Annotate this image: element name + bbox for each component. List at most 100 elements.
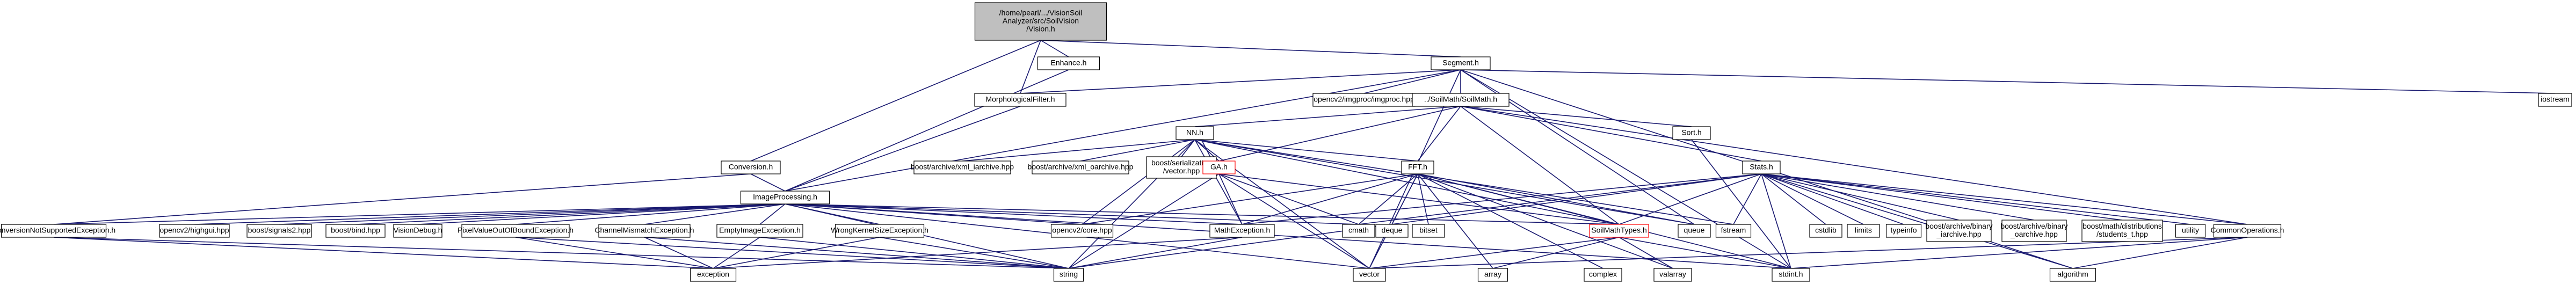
node-vector[interactable]: vector (1353, 268, 1386, 282)
node-label: Sort.h (1681, 128, 1701, 137)
node-queue[interactable]: queue (1678, 224, 1711, 238)
edge-soilmathtypes-to-vector (1369, 237, 1620, 269)
node-label: valarray (1659, 270, 1686, 279)
node-box (1589, 224, 1649, 238)
node-segment[interactable]: Segment.h (1431, 56, 1491, 70)
node-mathexception[interactable]: MathException.h (1209, 224, 1275, 238)
edge-emptyimage-to-exception (713, 237, 760, 269)
node-conversion[interactable]: Conversion.h (721, 160, 781, 174)
edge-fft-to-stdint (1417, 173, 1791, 269)
node-cstdlib[interactable]: cstdlib (1809, 224, 1842, 238)
node-box (1401, 160, 1434, 174)
node-typeinfo[interactable]: typeinfo (1885, 224, 1922, 238)
edge-channelmismatch-to-exception (644, 237, 714, 269)
node-fft[interactable]: FFT.h (1401, 160, 1434, 174)
node-bind[interactable]: boost/bind.hpp (325, 224, 386, 238)
node-binary_oarchive[interactable]: boost/archive/binary_oarchive.hpp (2000, 220, 2068, 242)
node-ga[interactable]: GA.h (1202, 160, 1236, 174)
edge-stats-to-string (1068, 173, 1762, 269)
node-iostream[interactable]: iostream (2538, 93, 2572, 107)
node-sort[interactable]: Sort.h (1672, 126, 1711, 140)
node-binary_iarchive[interactable]: boost/archive/binary_iarchive.hpp (1925, 220, 1993, 242)
node-convnotsupported[interactable]: ConversionNotSupportedException.h (0, 224, 115, 238)
node-nn[interactable]: NN.h (1175, 126, 1214, 140)
edge-soilmath-to-ga (1218, 106, 1461, 162)
edge-soilmathtypes-to-valarray (1619, 237, 1673, 269)
node-commonops[interactable]: CommonOperations.h (2211, 224, 2284, 238)
node-label: /Vision.h (1026, 25, 1055, 33)
node-label: PixelValueOutOfBoundException.h (458, 226, 574, 235)
node-deque[interactable]: deque (1375, 224, 1409, 238)
node-emptyimage[interactable]: EmptyImageException.h (716, 224, 803, 238)
node-visiondebug[interactable]: VisionDebug.h (393, 224, 442, 238)
edge-segment-to-iostream (1460, 69, 2556, 94)
node-label: Enhance.h (1051, 59, 1087, 67)
node-label: ../SoilMath/SoilMath.h (1424, 95, 1497, 104)
edge-pixelvalue-to-exception (515, 237, 714, 269)
node-limits[interactable]: limits (1847, 224, 1880, 238)
node-algorithm[interactable]: algorithm (2049, 268, 2096, 282)
node-complex[interactable]: complex (1584, 268, 1622, 282)
node-label: bitset (1419, 226, 1438, 235)
node-pixelvalue[interactable]: PixelValueOutOfBoundException.h (458, 224, 574, 238)
node-box (835, 224, 925, 238)
edge-imgproc-to-cmath (785, 203, 1359, 225)
node-box (1375, 224, 1409, 238)
edge-imgproc-to-bind (355, 203, 786, 225)
edge-stats-to-mathexception (1242, 173, 1762, 225)
edge-root-to-conversion (750, 40, 1041, 162)
node-imgproc[interactable]: ImageProcessing.h (740, 191, 830, 205)
node-opencv_imgproc[interactable]: opencv2/imgproc/imgproc.hpp (1312, 93, 1416, 107)
node-opencv_highgui[interactable]: opencv2/highgui.hpp (159, 224, 230, 238)
node-label: VisionDebug.h (394, 226, 442, 235)
node-enhance[interactable]: Enhance.h (1037, 56, 1100, 70)
node-label: Segment.h (1442, 59, 1479, 67)
node-box (690, 268, 737, 282)
node-students_t[interactable]: boost/math/distributions/students_t.hpp (2081, 220, 2163, 242)
node-box (1584, 268, 1622, 282)
node-label: ChannelMismatchException.h (594, 226, 694, 235)
edge-nn-to-soilmathtypes (1194, 139, 1620, 225)
node-array[interactable]: array (1477, 268, 1508, 282)
node-stdint[interactable]: stdint.h (1772, 268, 1810, 282)
node-box (1477, 268, 1508, 282)
edge-imgproc-to-soilmathtypes (785, 203, 1620, 225)
node-box (1032, 160, 1129, 174)
node-label: /students_t.hpp (2096, 230, 2148, 238)
edge-nn-to-fft (1194, 139, 1418, 162)
node-utility[interactable]: utility (2175, 224, 2206, 238)
node-label: boost/archive/xml_oarchive.hpp (1028, 163, 1134, 171)
edge-soilmath-to-sort (1460, 106, 1692, 127)
node-signals2[interactable]: boost/signals2.hpp (246, 224, 312, 238)
edge-imgproc-to-convnotsupported (53, 203, 786, 225)
node-xml_iarchive[interactable]: boost/archive/xml_iarchive.hpp (911, 160, 1014, 174)
node-box (974, 2, 1107, 41)
node-exception[interactable]: exception (690, 268, 737, 282)
node-channelmismatch[interactable]: ChannelMismatchException.h (594, 224, 694, 238)
edge-stats-to-stdint (1761, 173, 1791, 269)
node-soilmathtypes[interactable]: SoilMathTypes.h (1589, 224, 1649, 238)
node-label: boost/bind.hpp (331, 226, 380, 235)
edge-sort-to-stdint (1691, 139, 1791, 269)
node-label: CommonOperations.h (2211, 226, 2284, 235)
node-wrongkernel[interactable]: WrongKernelSizeException.h (831, 224, 928, 238)
node-string[interactable]: string (1053, 268, 1084, 282)
node-opencv_core[interactable]: opencv2/core.hpp (1050, 224, 1114, 238)
node-valarray[interactable]: valarray (1653, 268, 1692, 282)
node-morph[interactable]: MorphologicalFilter.h (974, 93, 1066, 107)
node-cmath[interactable]: cmath (1342, 224, 1375, 238)
node-box (1050, 224, 1114, 238)
node-xml_oarchive[interactable]: boost/archive/xml_oarchive.hpp (1028, 160, 1134, 174)
node-bitset[interactable]: bitset (1412, 224, 1445, 238)
edge-segment-to-morph (1020, 69, 1461, 94)
node-soilmath[interactable]: ../SoilMath/SoilMath.h (1412, 93, 1510, 107)
node-fstream[interactable]: fstream (1715, 224, 1752, 238)
edge-fft-to-cmath (1358, 173, 1418, 225)
node-box (1353, 268, 1386, 282)
node-box (1312, 93, 1416, 107)
node-stats[interactable]: Stats.h (1742, 160, 1781, 174)
node-label: boost/archive/binary (2000, 222, 2067, 230)
node-label: boost/archive/binary (1925, 222, 1992, 230)
node-box (716, 224, 803, 238)
edge-nn-to-mathexception (1194, 139, 1243, 225)
